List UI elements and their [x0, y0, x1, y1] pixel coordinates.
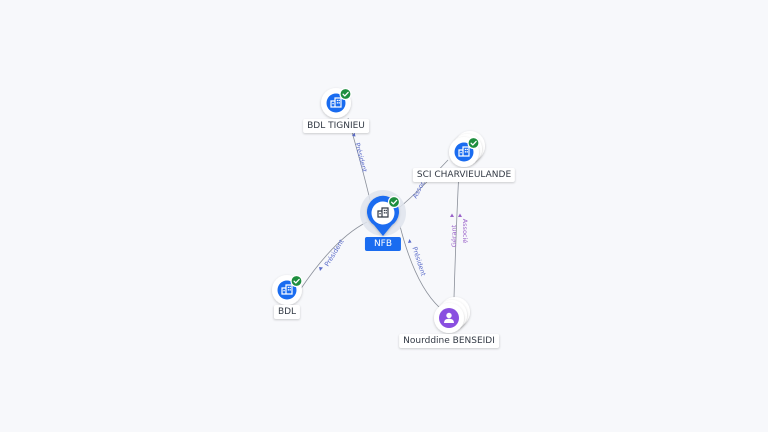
edge-label-president: Président: [410, 246, 427, 278]
edge-nfb-bdl[interactable]: [299, 221, 368, 291]
edge-arrow: [352, 132, 356, 137]
edge-arrow: [458, 213, 462, 217]
node-label-bdl-tignieu[interactable]: BDL TIGNIEU: [303, 119, 369, 133]
edge-label-president: Président: [323, 238, 346, 268]
node-bdl[interactable]: [272, 274, 303, 305]
node-label-person[interactable]: Nourddine BENSEIDI: [399, 334, 499, 348]
node-label-sci-charvieulande[interactable]: SCI CHARVIEULANDE: [412, 168, 516, 182]
verified-icon: [387, 195, 401, 209]
building-icon: [377, 207, 389, 218]
person-icon: [444, 312, 454, 323]
node-label-nfb[interactable]: NFB: [364, 237, 402, 251]
edge-arrow: [319, 267, 323, 271]
node-nfb[interactable]: [360, 190, 406, 236]
node-bdl-tignieu[interactable]: [321, 87, 352, 118]
verified-icon: [290, 274, 303, 288]
verified-icon: [339, 87, 352, 101]
edge-label-president: Président: [353, 142, 369, 174]
edge-label-associe: Associé: [461, 219, 469, 244]
node-person[interactable]: [434, 297, 470, 333]
edge-arrow: [408, 239, 412, 243]
verified-icon: [467, 136, 480, 150]
edge-person-nfb[interactable]: [399, 225, 441, 309]
edge-label-gerant: Gérant: [450, 224, 458, 247]
node-label-bdl[interactable]: BDL: [273, 305, 301, 319]
node-sci-charvieulande[interactable]: [449, 131, 485, 167]
edge-arrow: [450, 213, 454, 217]
edge-person-sci-1[interactable]: [453, 169, 460, 299]
